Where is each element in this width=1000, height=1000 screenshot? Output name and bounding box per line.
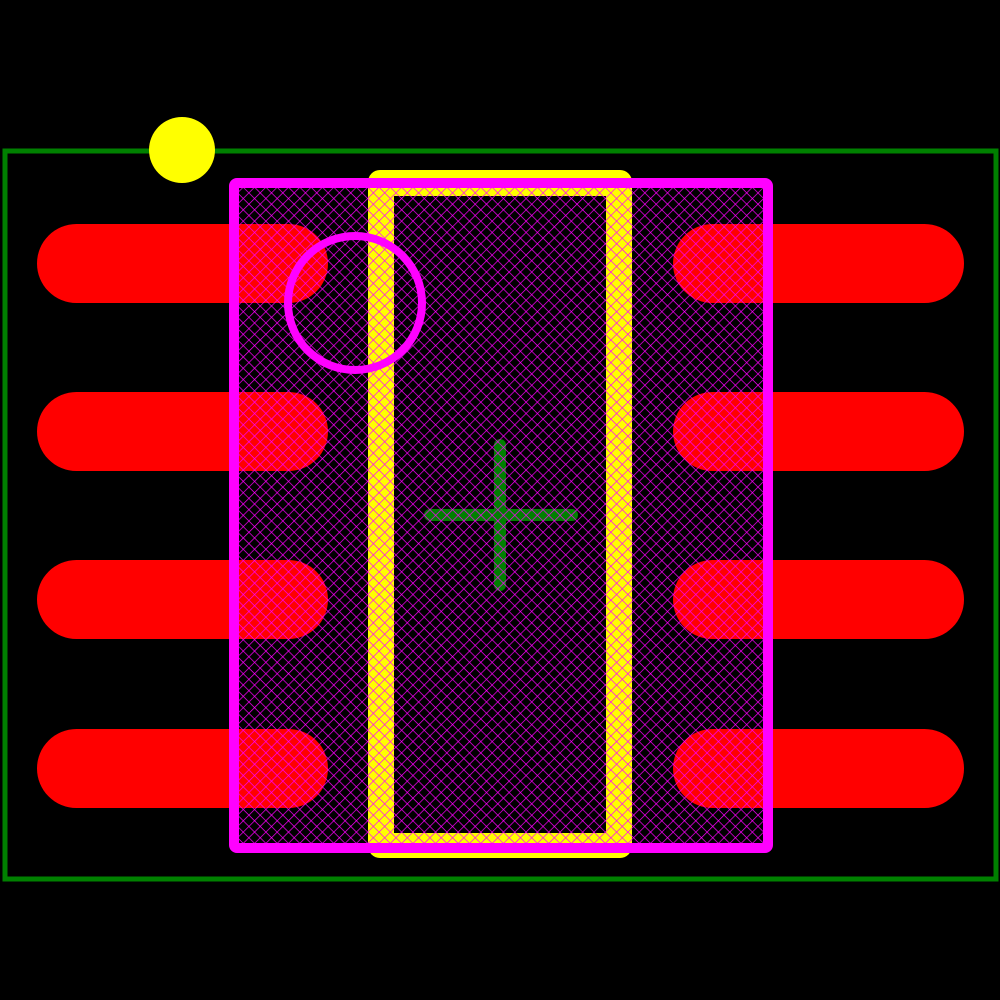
pin1-indicator-dot <box>149 117 215 183</box>
fabrication-hatch <box>239 188 763 843</box>
fabrication-outline <box>229 178 773 853</box>
courtyard-outline <box>2 148 999 882</box>
